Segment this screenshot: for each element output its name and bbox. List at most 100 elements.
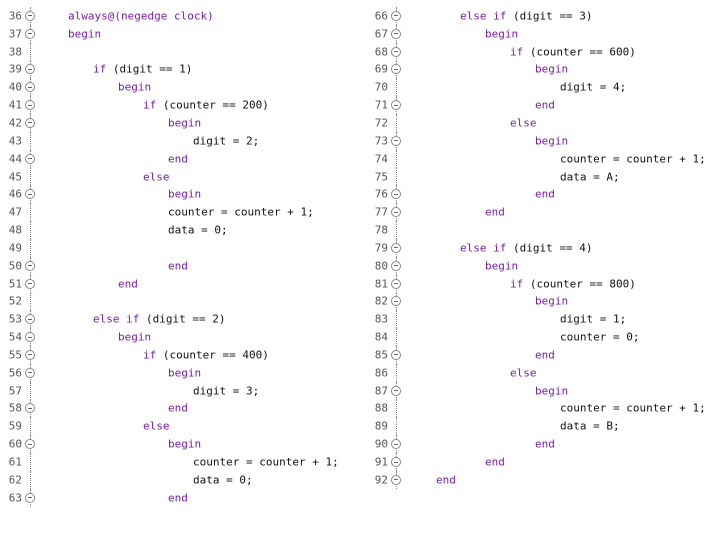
fold-toggle-icon[interactable] <box>25 349 35 360</box>
fold-toggle-icon[interactable] <box>391 278 401 289</box>
fold-toggle-icon[interactable] <box>391 296 401 307</box>
code-text: data = 0; <box>193 474 253 485</box>
fold-toggle-icon[interactable] <box>25 367 35 378</box>
fold-toggle-icon[interactable] <box>25 314 35 325</box>
fold-toggle-icon[interactable] <box>391 100 401 111</box>
code-line[interactable]: 52 <box>0 292 366 311</box>
fold-toggle-icon[interactable] <box>25 278 35 289</box>
keyword-token: begin <box>168 437 202 451</box>
line-number: 57 <box>8 384 22 398</box>
fold-toggle-icon[interactable] <box>391 457 401 468</box>
fold-toggle-icon[interactable] <box>391 207 401 218</box>
fold-toggle-icon[interactable] <box>391 242 401 253</box>
fold-toggle-icon[interactable] <box>25 82 35 93</box>
fold-toggle-icon[interactable] <box>25 100 35 111</box>
code-text: counter = counter + 1; <box>560 403 706 414</box>
code-token: (digit == 4) <box>506 241 593 255</box>
code-text: end <box>168 260 188 271</box>
fold-guide <box>30 42 31 61</box>
fold-toggle-icon[interactable] <box>391 385 401 396</box>
fold-toggle-icon[interactable] <box>25 492 35 503</box>
fold-toggle-icon[interactable] <box>391 439 401 450</box>
fold-toggle-icon[interactable] <box>25 117 35 128</box>
fold-guide <box>396 310 397 329</box>
fold-toggle-icon[interactable] <box>25 439 35 450</box>
fold-toggle-icon[interactable] <box>25 10 35 21</box>
fold-toggle-icon[interactable] <box>25 189 35 200</box>
code-line[interactable]: 38 <box>0 42 366 61</box>
code-line[interactable]: 49 <box>0 238 366 257</box>
fold-toggle-icon[interactable] <box>391 189 401 200</box>
fold-toggle-icon[interactable] <box>391 349 401 360</box>
fold-toggle-icon[interactable] <box>391 46 401 57</box>
fold-toggle-icon[interactable] <box>25 64 35 75</box>
code-line[interactable]: 78 <box>366 221 720 239</box>
fold-toggle-icon[interactable] <box>25 153 35 164</box>
fold-toggle-icon[interactable] <box>25 28 35 39</box>
fold-toggle-icon[interactable] <box>391 474 401 485</box>
fold-toggle-icon[interactable] <box>391 64 401 75</box>
line-number: 43 <box>8 134 22 148</box>
fold-toggle-icon[interactable] <box>391 28 401 39</box>
fold-toggle-icon[interactable] <box>25 260 35 271</box>
fold-toggle-icon[interactable] <box>391 135 401 146</box>
fold-toggle-icon[interactable] <box>391 10 401 21</box>
fold-toggle-icon[interactable] <box>25 332 35 343</box>
fold-toggle-icon[interactable] <box>391 260 401 271</box>
fold-toggle-icon[interactable] <box>25 403 35 414</box>
